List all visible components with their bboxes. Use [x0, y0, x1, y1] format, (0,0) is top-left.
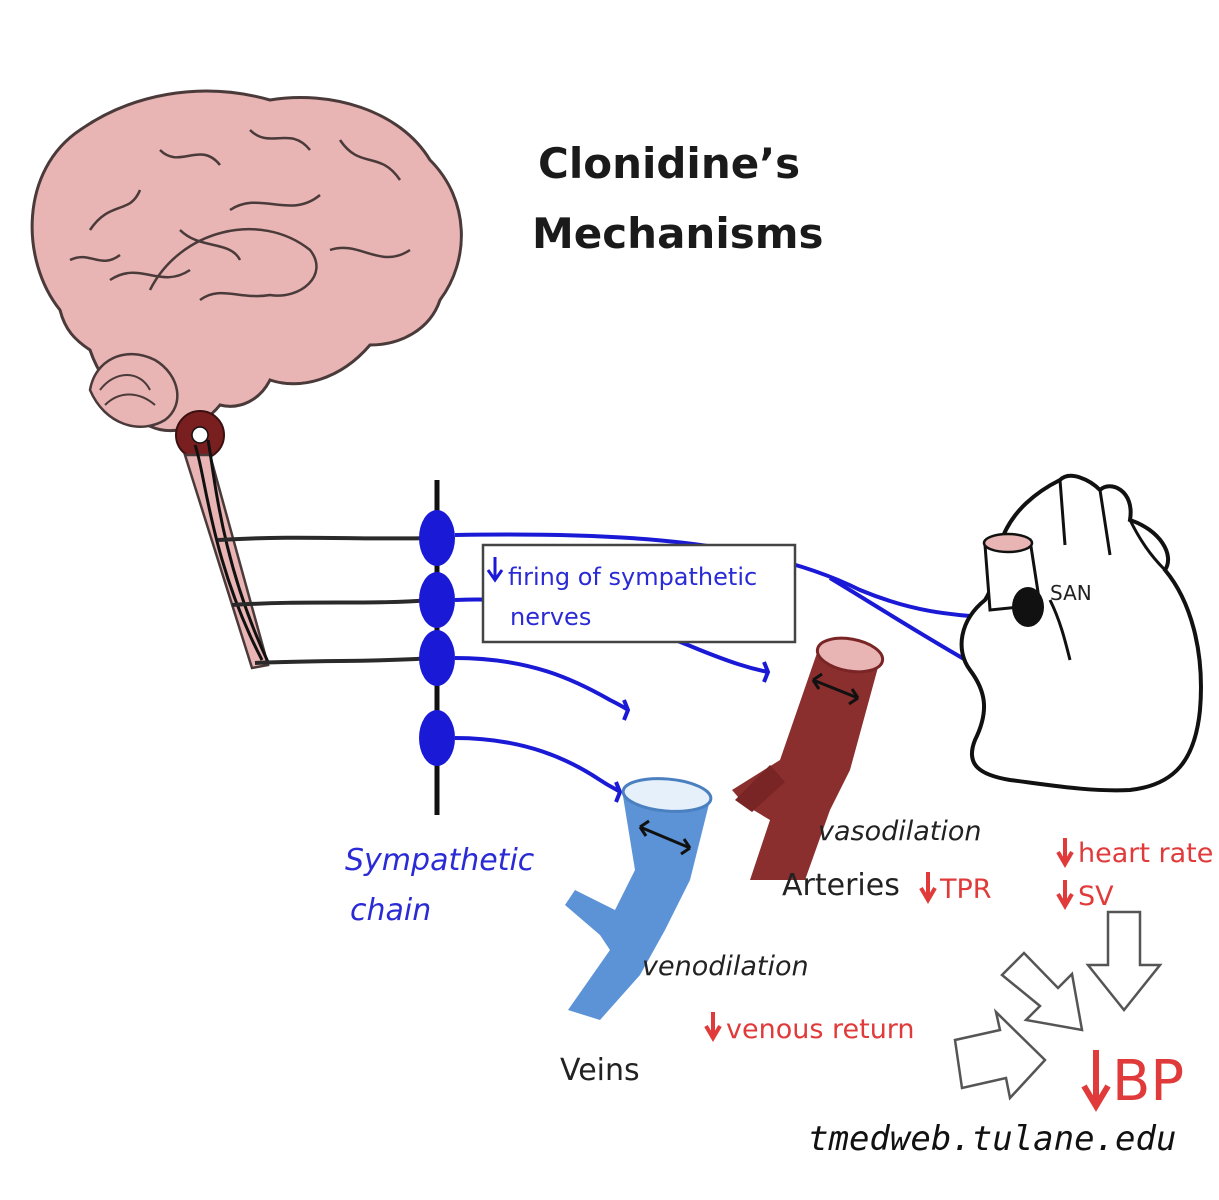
venous-return-label: venous return	[726, 1014, 915, 1045]
preganglionic-fiber-2	[231, 598, 433, 607]
ganglion-4	[419, 710, 455, 766]
hollow-arrow-right-icon	[953, 1008, 1047, 1101]
fiber-to-san	[454, 532, 1001, 620]
title: Clonidine’s Mechanisms	[532, 139, 823, 258]
arteries-label: Arteries	[782, 868, 900, 903]
tpr-down-arrow-icon	[919, 872, 937, 904]
heart-rate-label: heart rate	[1078, 838, 1213, 869]
sv-down-arrow-icon	[1056, 880, 1074, 910]
firing-box	[481, 543, 797, 644]
firing-text-line2: nerves	[510, 603, 591, 631]
ganglion-3	[419, 630, 455, 686]
firing-text-line1: firing of sympathetic	[508, 563, 757, 591]
artery-illustration	[732, 636, 885, 880]
heart-outline	[959, 473, 1203, 793]
down-arrow-icon	[486, 557, 504, 583]
bp-label: BP	[1112, 1049, 1184, 1114]
dilation-arrow-icon	[811, 672, 860, 706]
brain-folds	[69, 129, 411, 282]
venous-return-indicator: venous return	[704, 1012, 915, 1045]
vein-opening	[621, 777, 713, 813]
venous-return-down-arrow-icon	[704, 1012, 722, 1042]
heart-rate-indicator: heart rate	[1056, 838, 1213, 869]
veins-label: Veins	[560, 1053, 640, 1088]
artery-shape	[732, 650, 880, 880]
ganglion-2	[419, 572, 455, 628]
san-node	[1012, 587, 1044, 627]
preganglionic-fibers	[217, 535, 433, 665]
venodilation-label: venodilation	[642, 951, 809, 982]
tpr-indicator: TPR	[919, 872, 992, 905]
ganglion-1	[419, 510, 455, 566]
nucleus-dot	[191, 426, 209, 444]
venodilation-arrow-icon	[638, 819, 692, 856]
descending-tract	[193, 439, 270, 663]
heart-rate-down-arrow-icon	[1056, 838, 1074, 868]
firing-callout: firing of sympathetic nerves	[481, 543, 797, 644]
san-label: SAN	[1050, 581, 1092, 605]
hollow-arrow-diagonal-icon	[1000, 951, 1084, 1032]
fiber-to-vessel-a	[454, 656, 630, 712]
sympathetic-chain-label: Sympathetic chain	[345, 843, 535, 928]
heart-vessels	[1048, 479, 1167, 661]
sympathetic-label-line1: Sympathetic	[345, 843, 535, 878]
preganglionic-fiber-3	[254, 656, 433, 665]
title-line2: Mechanisms	[532, 209, 823, 258]
artery-branch	[735, 765, 785, 812]
cerebellum-folds	[99, 374, 156, 406]
vein-illustration	[565, 777, 713, 1020]
corpus-callosum	[148, 228, 318, 302]
fiber-to-vein	[454, 736, 622, 794]
bp-indicator: BP	[1081, 1049, 1184, 1114]
bp-down-arrow-icon	[1081, 1050, 1111, 1112]
vasodilation-label: vasodilation	[818, 816, 982, 847]
title-line1: Clonidine’s	[538, 139, 800, 188]
sympathetic-label-line2: chain	[350, 893, 431, 928]
vein-shape	[565, 790, 710, 1020]
sv-label: SV	[1078, 881, 1114, 912]
artery-opening	[815, 636, 885, 674]
sv-indicator: SV	[1056, 880, 1114, 912]
tpr-label: TPR	[939, 874, 992, 905]
preganglionic-fiber-1	[217, 535, 433, 542]
brain-illustration	[30, 89, 463, 670]
sympathetic-chain	[419, 480, 455, 815]
heart-illustration: SAN	[959, 473, 1203, 793]
hollow-arrow-down-icon	[1085, 910, 1163, 1013]
vena-cava-opening	[982, 532, 1034, 554]
cerebellum-shape	[88, 352, 179, 428]
source-credit: tmedweb.tulane.edu	[808, 1119, 1176, 1159]
converging-arrows	[953, 910, 1163, 1101]
